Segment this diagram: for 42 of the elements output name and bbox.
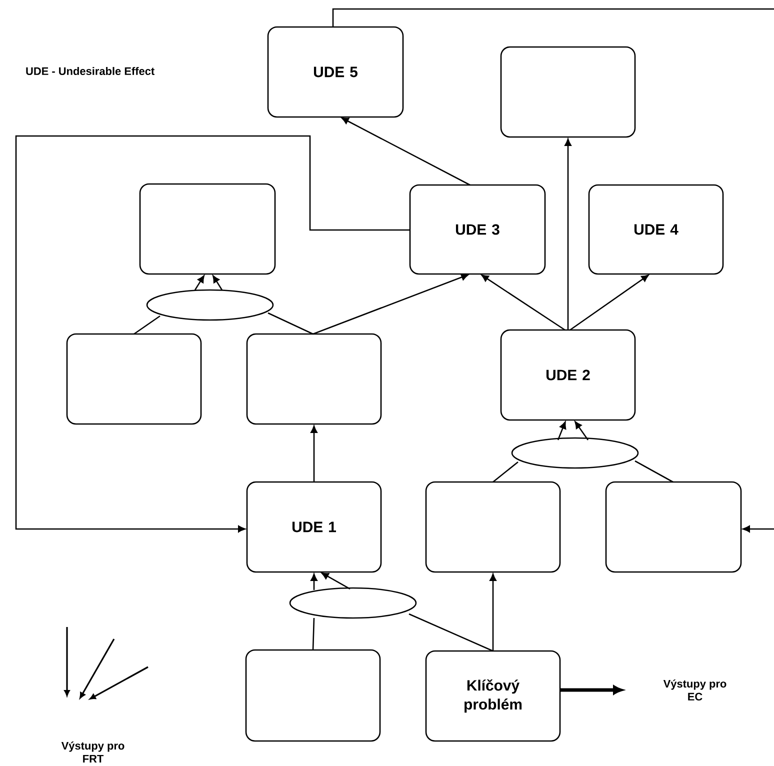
empty-box — [139, 183, 276, 275]
process-box: UDE 5 — [267, 26, 404, 118]
arrow — [490, 574, 496, 651]
and-ellipse — [146, 289, 274, 321]
note-text: Výstupy pro FRT — [61, 742, 124, 762]
connector-line — [492, 461, 518, 482]
arrow — [321, 572, 350, 590]
connector-line — [332, 8, 774, 27]
arrow — [312, 274, 469, 335]
arrow — [557, 421, 566, 440]
empty-box — [425, 481, 561, 573]
empty-box — [605, 481, 742, 573]
arrow — [570, 274, 649, 331]
empty-box — [500, 46, 636, 138]
connector-line — [134, 315, 160, 335]
connector-line — [634, 460, 674, 483]
connector-line — [408, 613, 494, 652]
process-box: UDE 4 — [588, 184, 724, 275]
arrow — [310, 426, 318, 482]
empty-box — [66, 333, 202, 425]
arrow — [564, 138, 572, 330]
process-box: UDE 2 — [500, 329, 636, 421]
output-label: Výstupy pro EC — [663, 679, 726, 701]
process-box: Klíčový problém — [425, 650, 561, 742]
arrow — [15, 135, 410, 532]
note-text: UDE - Undesirable Effect — [26, 66, 154, 76]
connector-line — [312, 618, 315, 650]
connector-line — [268, 312, 314, 335]
arrow — [341, 117, 470, 186]
arrow — [560, 686, 623, 694]
arrow — [310, 574, 318, 590]
arrow — [212, 275, 223, 290]
arrow — [481, 274, 566, 331]
and-ellipse — [511, 437, 639, 469]
process-box: UDE 1 — [246, 481, 382, 573]
arrow — [742, 526, 774, 532]
arrow — [194, 275, 204, 290]
empty-box — [246, 333, 382, 425]
arrow — [574, 421, 589, 440]
process-box: UDE 3 — [409, 184, 546, 275]
and-ellipse — [289, 587, 417, 619]
empty-box — [245, 649, 381, 742]
